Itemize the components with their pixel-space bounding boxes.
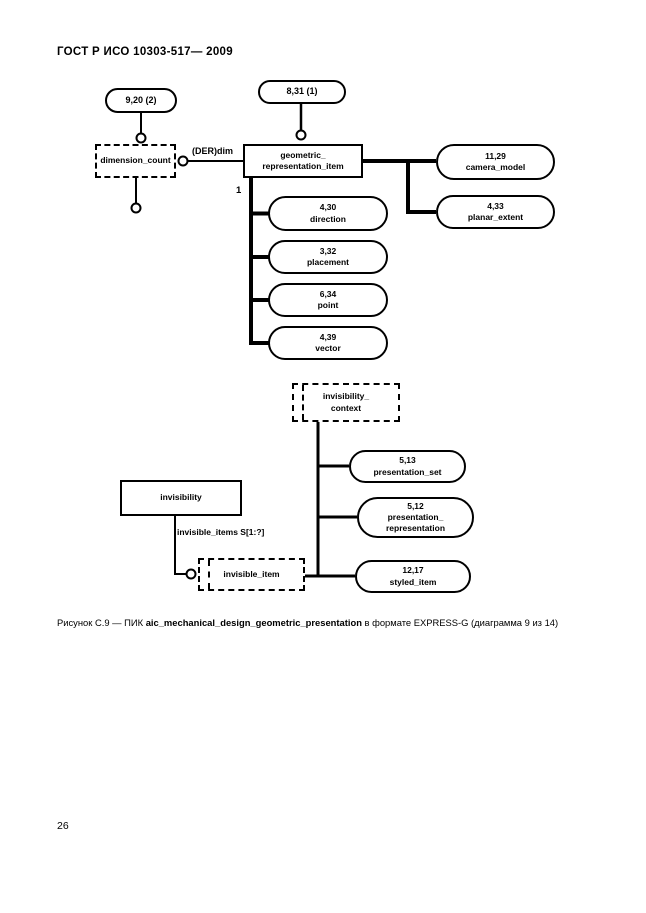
- pageref-oval-8-31: 8,31 (1): [258, 80, 346, 104]
- entity-box-invisibility: invisibility: [120, 480, 242, 516]
- oval-presentation-set: 5,13 presentation_set: [349, 450, 466, 483]
- figure-caption: Рисунок С.9 — ПИК aic_mechanical_design_…: [57, 617, 602, 629]
- oval-placement: 3,32 placement: [268, 240, 388, 274]
- select-box-divider: [302, 385, 304, 420]
- edge-geometric-planar-extent: [406, 161, 436, 214]
- oval-styled-item: 12,17 styled_item: [355, 560, 471, 593]
- oval-point: 6,34 point: [268, 283, 388, 317]
- page-number: 26: [57, 820, 69, 832]
- pageref-oval-9-20: 9,20 (2): [105, 88, 177, 113]
- entity-box-geometric-representation-item: geometric_ representation_item: [243, 144, 363, 178]
- edge-label-der-dim: (DER)dim: [192, 146, 233, 156]
- select-box-invisibility-context: invisibility_ context: [292, 383, 400, 422]
- select-box-divider: [208, 560, 210, 589]
- edge-label-cardinality-1: 1: [236, 185, 242, 196]
- circle-geometric-top: [295, 129, 307, 141]
- oval-planar-extent: 4,33 planar_extent: [436, 195, 555, 229]
- circle-invisible-item: [185, 568, 197, 580]
- circle-dimension-count-bottom: [130, 202, 142, 214]
- oval-presentation-representation: 5,12 presentation_ representation: [357, 497, 474, 538]
- oval-camera-model: 11,29 camera_model: [436, 144, 555, 180]
- oval-vector: 4,39 vector: [268, 326, 388, 360]
- circle-derdim: [177, 155, 189, 167]
- page-header: ГОСТ Р ИСО 10303-517— 2009: [57, 46, 233, 58]
- select-box-invisible-item: invisible_item: [198, 558, 305, 591]
- select-box-label: invisible_item: [223, 568, 280, 579]
- edge-label-invisible-items: invisible_items S[1:?]: [177, 527, 265, 537]
- edge-invisibility-invisible-item: [174, 516, 186, 575]
- caption-suffix: в формате EXPRESS-G (диаграмма 9 из 14): [361, 617, 559, 628]
- caption-prefix: Рисунок С.9 — ПИК: [57, 617, 146, 628]
- oval-direction: 4,30 direction: [268, 196, 388, 231]
- type-box-dimension-count: dimension_count: [95, 144, 176, 178]
- circle-dimension-count-top: [135, 132, 147, 144]
- caption-aic-name: aic_mechanical_design_geometric_presenta…: [145, 617, 362, 628]
- select-box-label: invisibility_ context: [322, 391, 370, 413]
